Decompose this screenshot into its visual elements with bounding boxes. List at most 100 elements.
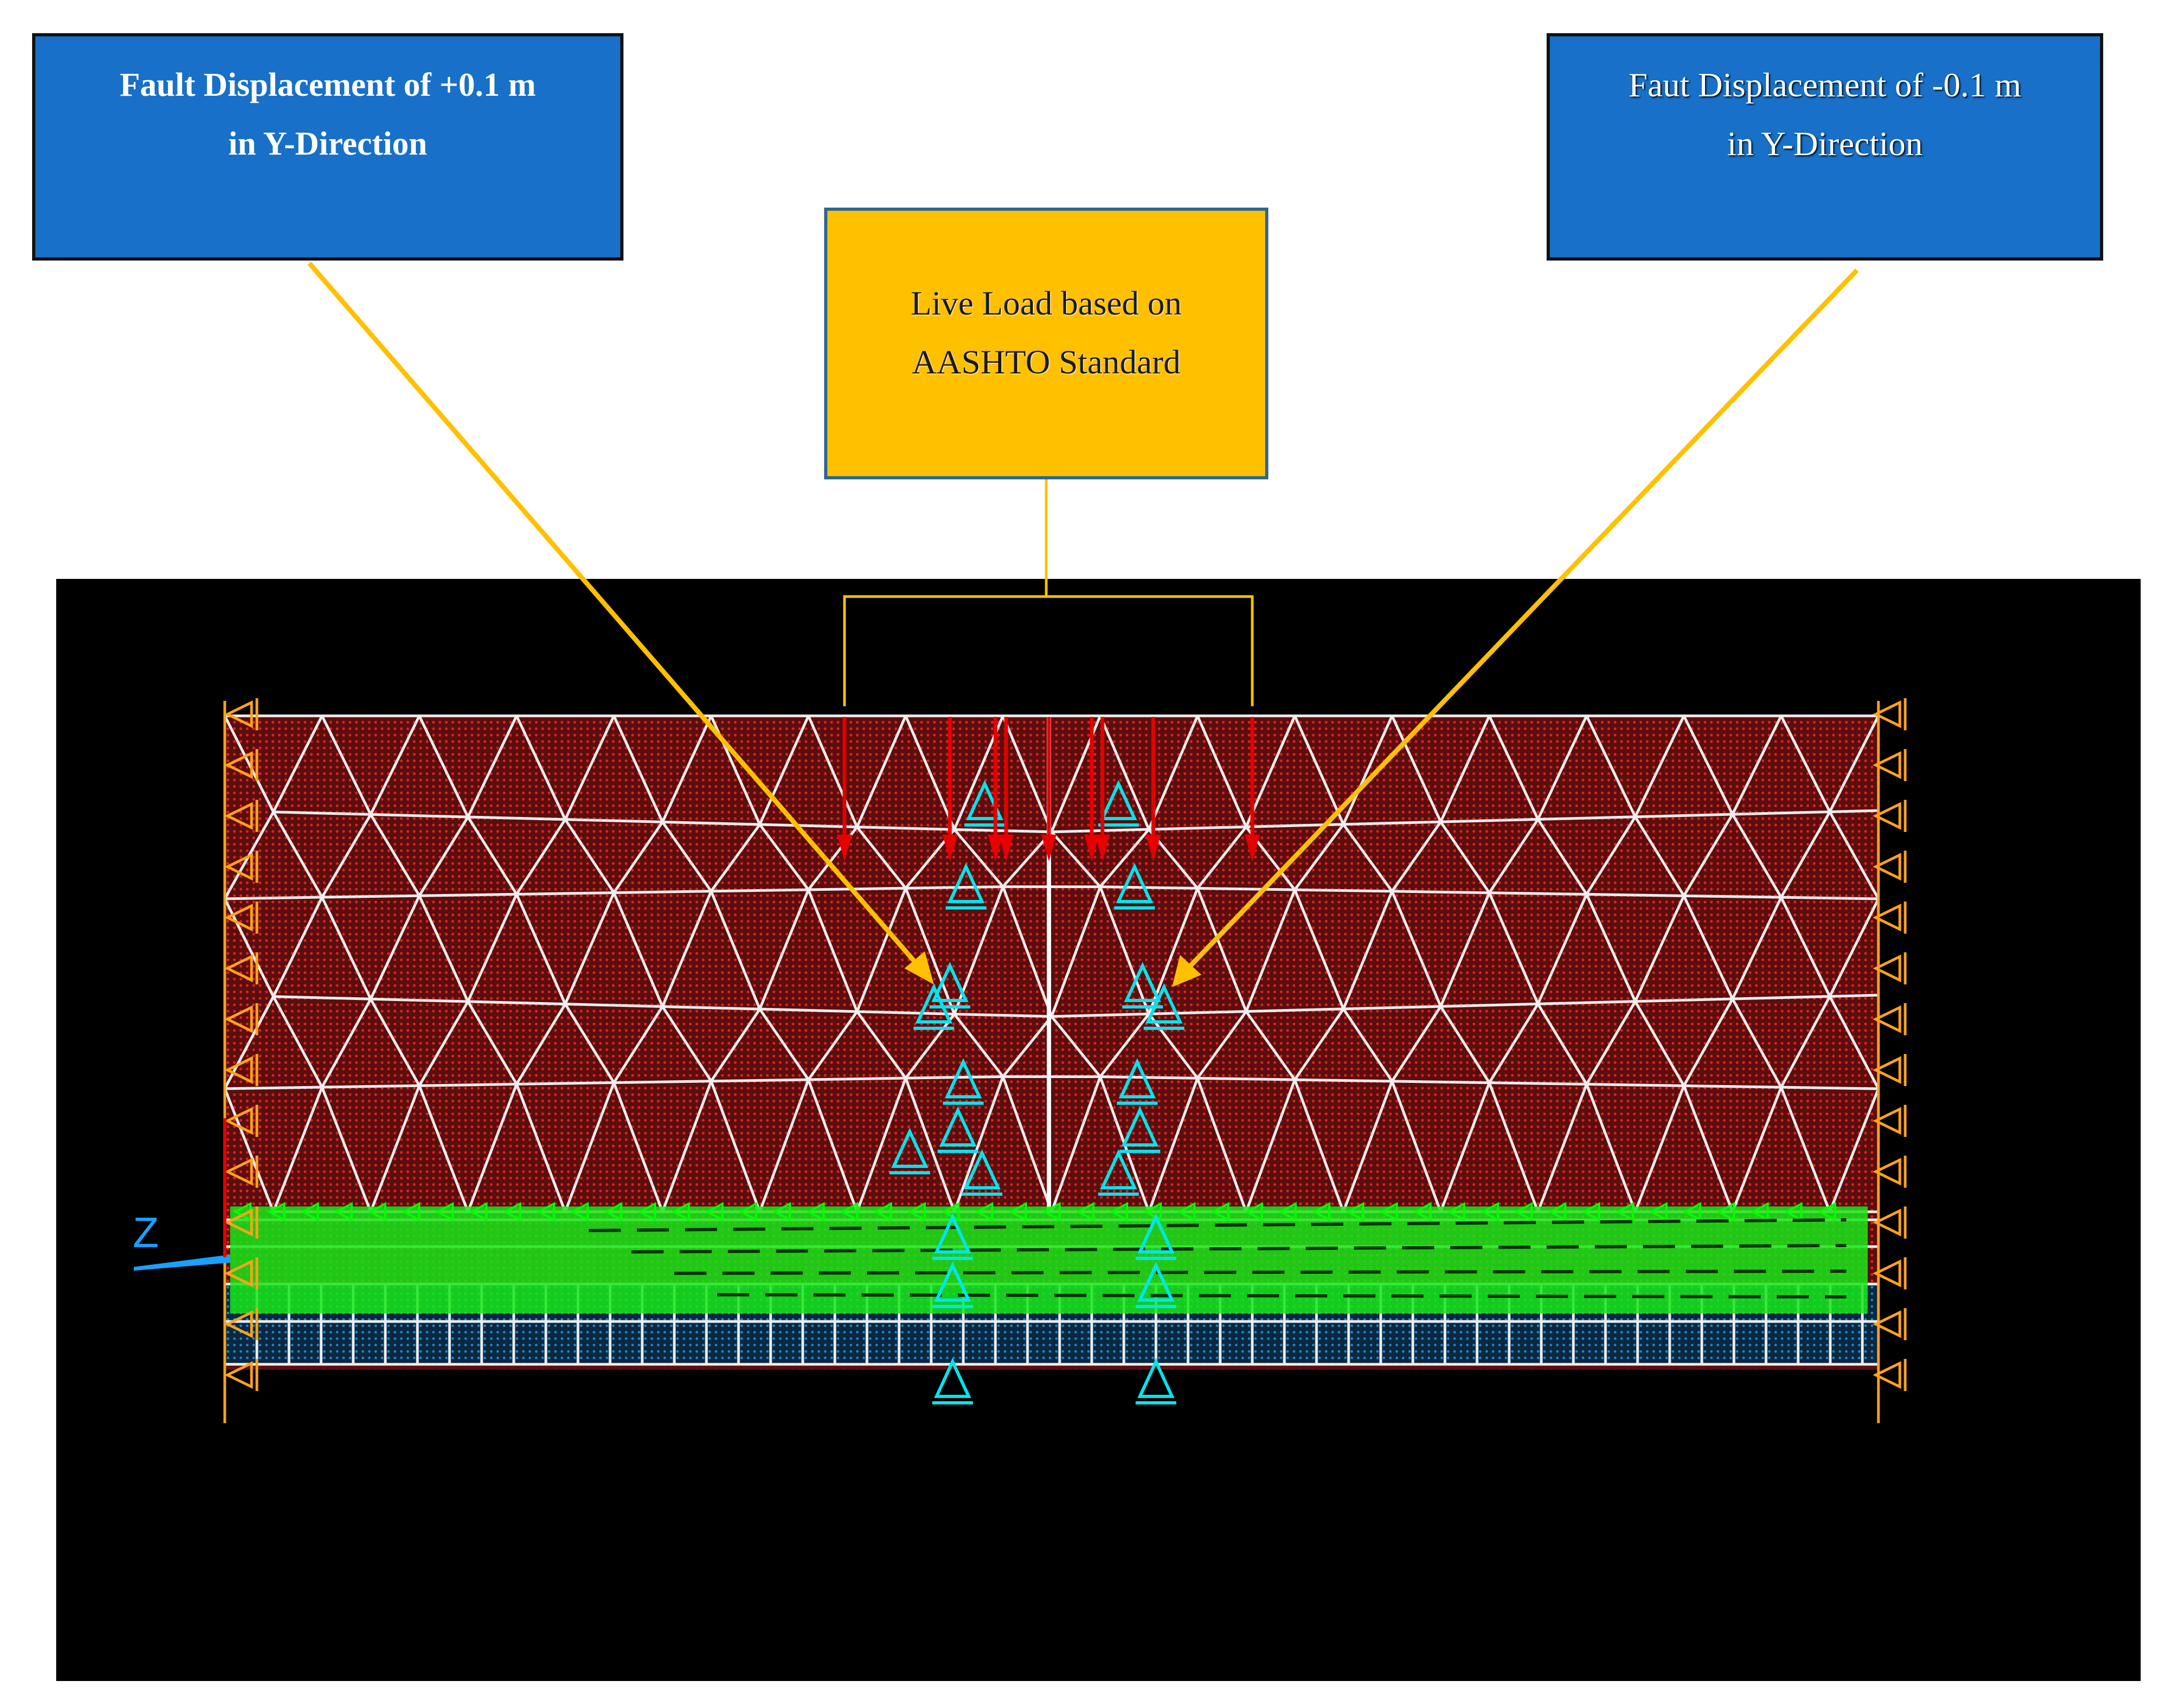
fault-support-symbol — [1137, 1357, 1175, 1398]
fault-displacement-supports — [889, 780, 1184, 1404]
mesh-edge — [1585, 1083, 1637, 1212]
mesh-edge — [1439, 1082, 1491, 1212]
mesh-row-line — [273, 994, 1879, 1018]
mesh-edge — [1001, 715, 1053, 832]
spring-symbol — [1042, 1202, 1061, 1222]
mesh-edge — [321, 998, 372, 1088]
spring-symbol — [536, 1202, 555, 1222]
fault-support-symbol — [1145, 983, 1183, 1023]
mesh-edge — [710, 823, 761, 892]
spring-symbol — [1312, 1202, 1330, 1222]
right-support-symbol — [1873, 1005, 1901, 1034]
mesh-edge — [321, 1087, 372, 1212]
load-arrow-head — [1095, 835, 1110, 861]
mesh-edge — [369, 814, 421, 897]
mesh-edge — [1780, 996, 1831, 1088]
mesh-edge — [856, 1011, 907, 1079]
right-support-symbol — [1873, 903, 1901, 932]
spring-symbol — [1548, 1202, 1566, 1222]
mesh-edge — [1293, 823, 1345, 891]
mesh-edge — [467, 1000, 518, 1085]
mesh-edge — [321, 814, 372, 898]
mesh-edge — [1828, 811, 1880, 900]
mesh-edge — [612, 821, 664, 894]
mesh-edge — [1439, 821, 1491, 894]
mesh-edge — [856, 888, 907, 1012]
spring-symbol — [300, 1202, 319, 1222]
spring-symbol — [334, 1202, 353, 1222]
left-support-symbol — [224, 1157, 253, 1186]
mesh-edge — [1731, 715, 1783, 815]
mesh-edge — [1196, 715, 1247, 828]
mesh-edge — [321, 896, 372, 1000]
mesh-edge — [467, 715, 518, 818]
spring-symbol — [975, 1202, 993, 1222]
right-support-symbol — [1873, 801, 1901, 830]
spring-symbol — [671, 1202, 690, 1222]
fault-support-symbol — [939, 1106, 977, 1147]
callout-fault-negative: Faut Displacement of -0.1 m in Y-Directi… — [1547, 33, 2103, 261]
mesh-edge — [467, 816, 518, 895]
mesh-edge — [515, 819, 567, 895]
mesh-edge — [661, 715, 713, 823]
mesh-edge — [1731, 998, 1783, 1088]
fault-support-symbol — [945, 1058, 982, 1098]
spring-symbol — [1716, 1202, 1735, 1222]
mesh-edge — [661, 1080, 713, 1212]
mesh-edge — [1391, 821, 1442, 892]
spring-symbol — [1447, 1202, 1465, 1222]
spring-symbol — [1784, 1202, 1802, 1222]
spring-symbol — [840, 1202, 858, 1222]
mesh-edge — [418, 1085, 469, 1212]
spring-symbol — [267, 1202, 285, 1222]
spring-symbol — [806, 1202, 825, 1222]
spring-elements — [230, 1202, 1868, 1313]
mesh-edge — [1147, 1013, 1199, 1079]
spring-symbol — [739, 1202, 757, 1222]
spring-symbol — [1244, 1202, 1263, 1222]
right-support-symbol — [1873, 1361, 1901, 1389]
left-support-symbol — [224, 1056, 253, 1084]
load-arrow-head — [1041, 835, 1056, 861]
mesh-edge — [1196, 1078, 1247, 1212]
spring-symbol — [1143, 1202, 1162, 1222]
spring-symbol — [873, 1202, 892, 1222]
spring-symbol — [1413, 1202, 1432, 1222]
mesh-edge — [1536, 715, 1588, 820]
fault-support-symbol — [891, 1127, 929, 1168]
fault-support-symbol — [1100, 1149, 1137, 1189]
spring-symbol — [1817, 1202, 1836, 1222]
mesh-edge — [1780, 715, 1831, 813]
right-support-symbol — [1873, 1157, 1901, 1186]
mesh-edge — [661, 821, 712, 892]
spring-symbol — [1008, 1202, 1027, 1222]
mesh-edge — [1196, 888, 1247, 1012]
mesh-edge — [1342, 1081, 1394, 1212]
spring-symbol — [570, 1202, 589, 1222]
mesh-edge — [1147, 715, 1199, 830]
mesh-edge — [1828, 996, 1880, 1090]
spring-symbol — [1750, 1202, 1769, 1222]
mesh-edge — [612, 1082, 664, 1212]
left-leader-arrow — [307, 262, 934, 984]
mesh-row-line — [224, 1075, 1879, 1090]
spring-symbol — [1615, 1202, 1634, 1222]
mesh-edge — [1488, 892, 1540, 1005]
mesh-edge — [953, 828, 1005, 888]
mesh-edge — [1779, 897, 1831, 997]
mesh-edge — [856, 826, 907, 889]
mesh-edge — [710, 890, 762, 1010]
spring-symbol — [1379, 1202, 1398, 1222]
mesh-edge — [1488, 715, 1540, 820]
mesh-edge — [515, 1083, 567, 1212]
spring-symbol — [941, 1202, 960, 1222]
fault-support-symbol — [966, 780, 1003, 820]
spring-symbol — [435, 1202, 454, 1222]
fault-support-symbol — [1137, 1261, 1175, 1302]
mesh-edge — [904, 1078, 956, 1212]
mesh-edge — [1828, 715, 1880, 813]
right-support-symbol — [1873, 700, 1901, 729]
mesh-edge — [564, 715, 615, 820]
spring-symbol — [1109, 1202, 1128, 1222]
